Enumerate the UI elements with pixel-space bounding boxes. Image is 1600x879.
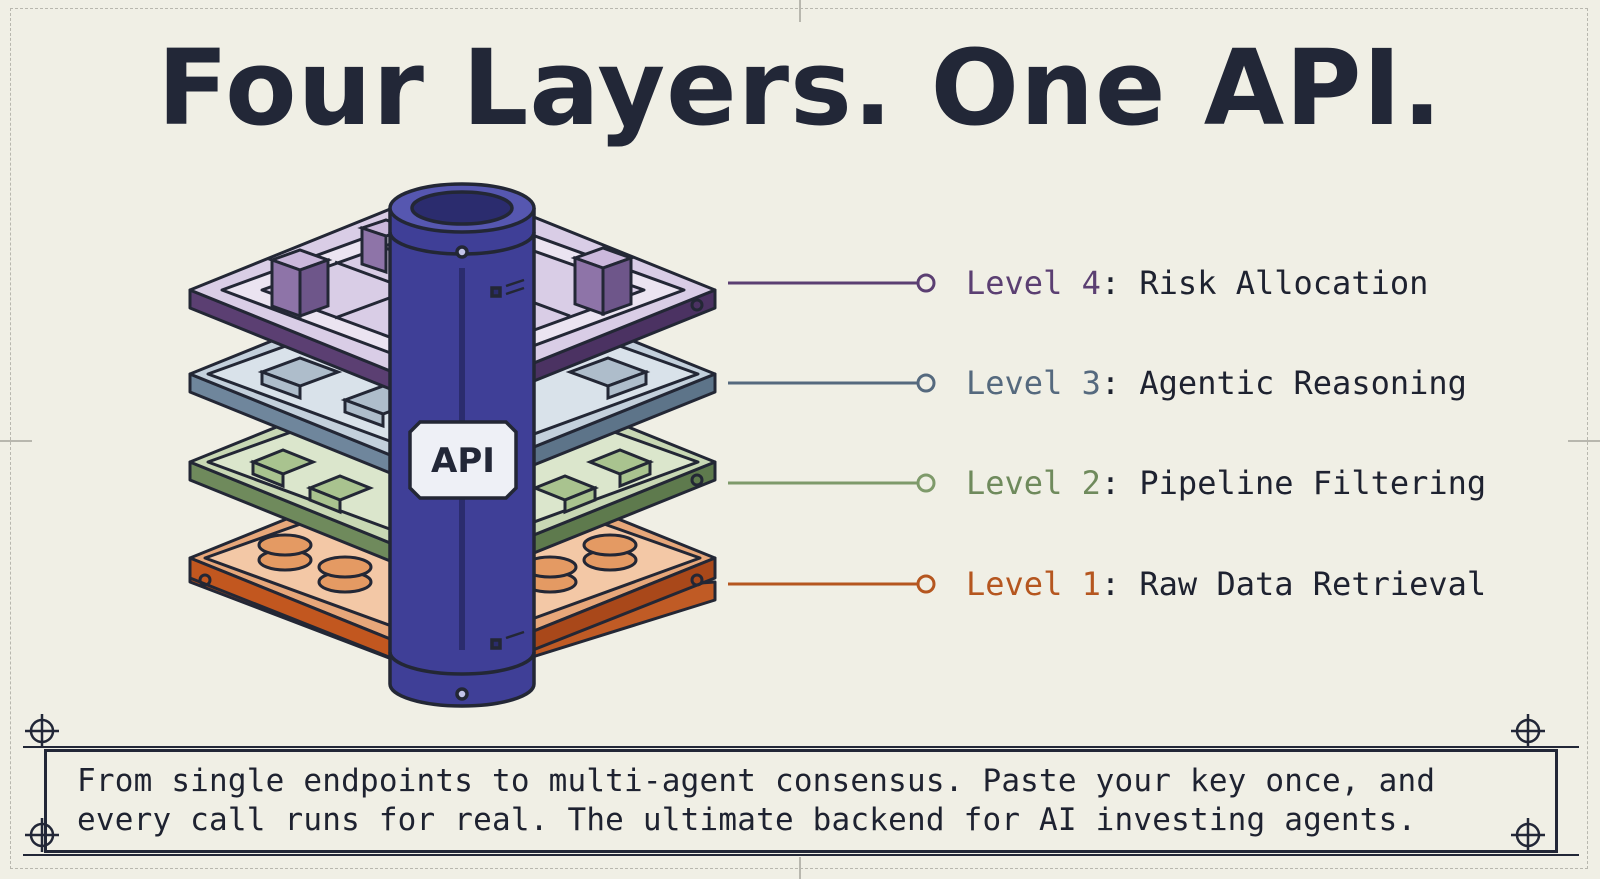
layer-1-coins (257, 533, 638, 594)
level-3-prefix: Level 3 (966, 364, 1101, 402)
level-1-label: Level 1: Raw Data Retrieval (966, 564, 1486, 604)
page-title: Four Layers. One API. (157, 27, 1443, 149)
frame-tick-bottom (799, 857, 801, 879)
caption-line-1: From single endpoints to multi-agent con… (77, 763, 1436, 799)
level-2-separator: : (1100, 464, 1140, 502)
frame-tick-right (1568, 440, 1600, 442)
caption-line-2: every call runs for real. The ultimate b… (77, 802, 1417, 838)
level-4-label: Level 4: Risk Allocation (966, 263, 1428, 303)
connector-level-4 (728, 273, 936, 293)
frame-tick-left (0, 440, 32, 442)
level-2-prefix: Level 2 (966, 464, 1101, 502)
connector-level-3 (728, 373, 936, 393)
level-1-separator: : (1100, 565, 1140, 603)
connector-level-2 (728, 473, 936, 493)
level-3-separator: : (1100, 364, 1140, 402)
corner-crosshair-icon (25, 818, 59, 852)
layer-2-chips (248, 448, 655, 515)
level-1-name: Raw Data Retrieval (1139, 565, 1487, 603)
api-badge-label: API (431, 441, 495, 481)
level-2-name: Pipeline Filtering (1139, 464, 1487, 502)
level-3-name: Agentic Reasoning (1139, 364, 1467, 402)
layer-3-modules (257, 356, 651, 429)
corner-crosshair-icon (1511, 818, 1545, 852)
level-4-separator: : (1100, 264, 1140, 302)
layer-4-servers (267, 218, 636, 319)
level-2-label: Level 2: Pipeline Filtering (966, 463, 1486, 503)
api-badge: API (408, 420, 518, 500)
corner-crosshair-icon (25, 714, 59, 748)
level-1-prefix: Level 1 (966, 565, 1101, 603)
frame-tick-top (799, 0, 801, 22)
level-4-prefix: Level 4 (966, 264, 1101, 302)
level-4-name: Risk Allocation (1139, 264, 1429, 302)
corner-crosshair-icon (1511, 714, 1545, 748)
caption-text: From single endpoints to multi-agent con… (77, 762, 1525, 840)
caption-box: From single endpoints to multi-agent con… (23, 746, 1579, 856)
connector-level-1 (728, 574, 936, 594)
level-3-label: Level 3: Agentic Reasoning (966, 363, 1467, 403)
